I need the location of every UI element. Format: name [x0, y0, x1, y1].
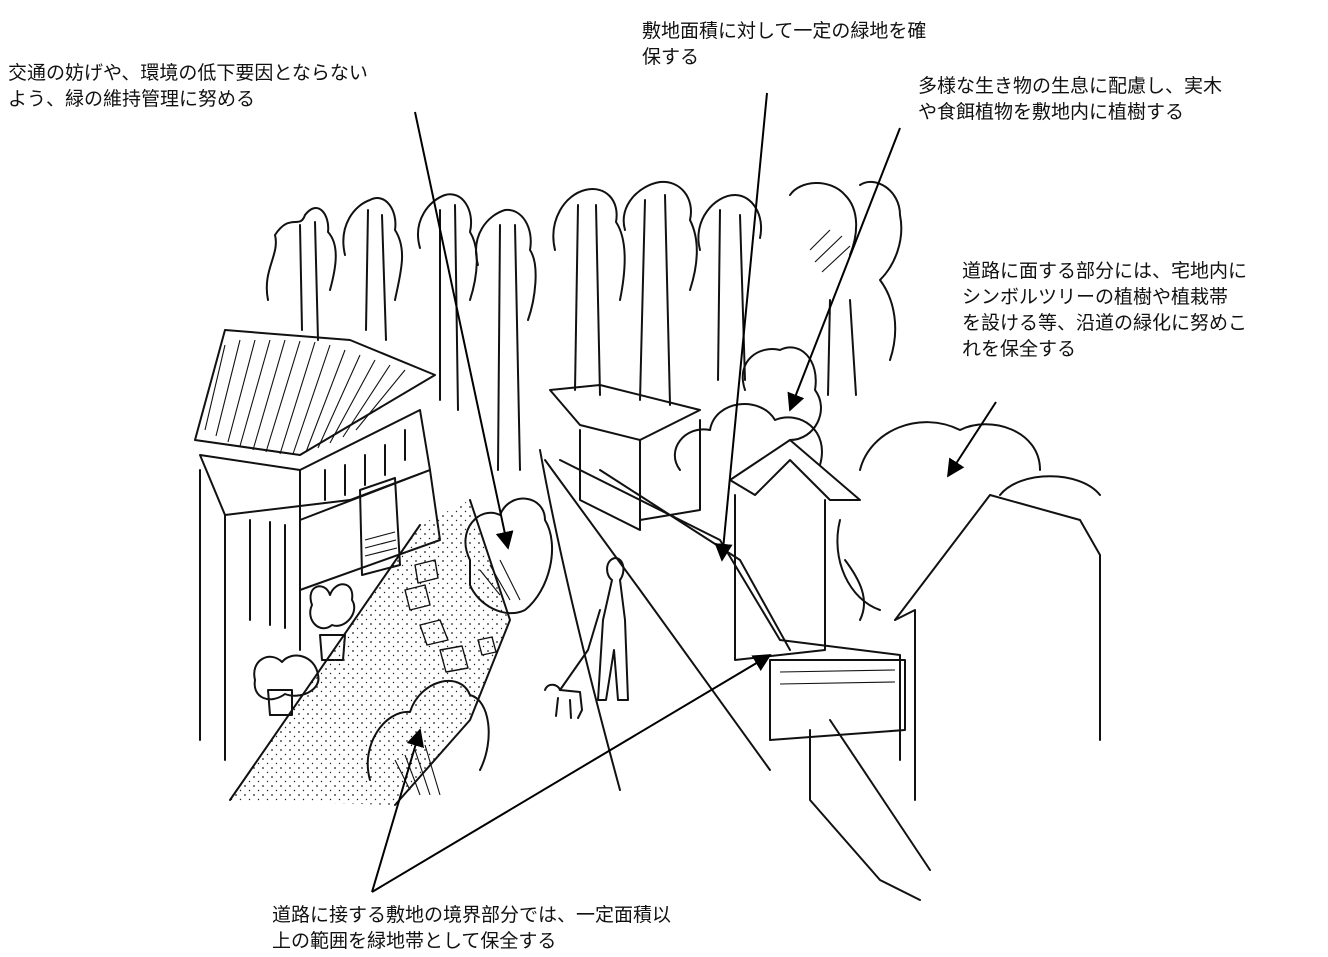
- annotation-line: 多様な生き物の生息に配慮し、実木: [918, 75, 1223, 97]
- middle-houses: [549, 346, 823, 531]
- annotation-line: 道路に接する敷地の境界部分では、一定面積以: [272, 904, 672, 926]
- annotation-line: よう、緑の維持管理に努める: [8, 88, 256, 110]
- background-trees-right: [552, 180, 903, 406]
- road-and-walker: [539, 449, 771, 791]
- annotation-line: 交通の妨げや、環境の低下要因とならない: [8, 62, 368, 84]
- annotation-arrows: [371, 92, 997, 893]
- right-houses: [729, 439, 1101, 801]
- left-house: [194, 329, 441, 761]
- annotation-line: シンボルツリーの植樹や植栽帯: [962, 286, 1229, 308]
- annotation-biodiversity: 多様な生き物の生息に配慮し、実木 や食餌植物を敷地内に植樹する: [918, 73, 1222, 125]
- annotation-line: 敷地面積に対して一定の緑地を確: [642, 20, 927, 42]
- background-trees-left: [265, 193, 537, 471]
- annotation-line: れを保全する: [962, 338, 1077, 360]
- walkway-shrubs: [366, 497, 553, 796]
- roadside-planter: [559, 459, 931, 901]
- annotation-roadside: 道路に面する部分には、宅地内に シンボルツリーの植樹や植栽帯 を設ける等、沿道の…: [962, 258, 1247, 362]
- annotation-line: 道路に面する部分には、宅地内に: [962, 260, 1248, 282]
- right-greenery: [836, 421, 1041, 621]
- annotation-line: や食餌植物を敷地内に植樹する: [918, 101, 1185, 123]
- annotation-line: を設ける等、沿道の緑化に努めこ: [962, 312, 1248, 334]
- annotation-line: 保する: [642, 46, 700, 68]
- walkway: [229, 499, 511, 806]
- annotation-maintenance: 交通の妨げや、環境の低下要因とならない よう、緑の維持管理に努める: [8, 60, 368, 112]
- annotation-boundary: 道路に接する敷地の境界部分では、一定面積以 上の範囲を緑地帯として保全する: [272, 902, 671, 954]
- annotation-green-area: 敷地面積に対して一定の緑地を確 保する: [642, 18, 926, 70]
- annotation-line: 上の範囲を緑地帯として保全する: [272, 930, 557, 952]
